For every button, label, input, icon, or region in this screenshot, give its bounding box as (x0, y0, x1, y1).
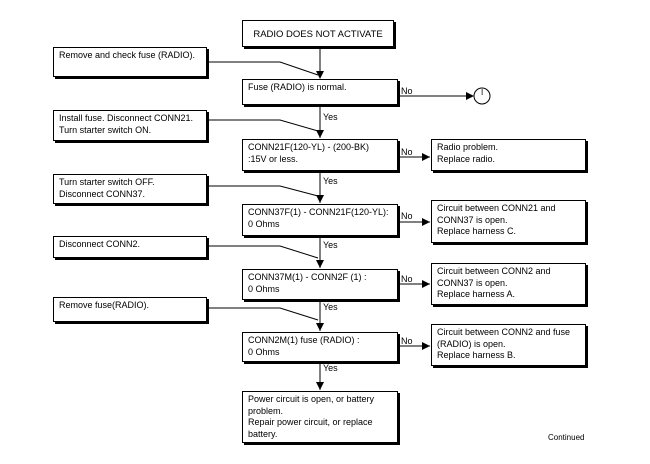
check-text: :15V or less. (248, 153, 299, 164)
result-text: CONN37 is open. (437, 214, 508, 225)
connector-label: I (481, 88, 484, 97)
final-text: Repair power circuit, or replace (248, 417, 373, 427)
check-text: 0 Ohms (248, 218, 280, 229)
final-text: battery. (248, 428, 278, 439)
check-text: CONN2M(1) fuse (RADIO) : (248, 335, 360, 345)
check-text: Fuse (RADIO) is normal. (248, 82, 347, 92)
check-text: CONN37F(1) - CONN21F(120-YL): (248, 207, 389, 217)
instruction-text: Remove and check fuse (RADIO). (59, 50, 196, 60)
final-text: problem. (248, 405, 284, 416)
result-box-4: Circuit between CONN2 and fuse (RADIO) i… (431, 324, 586, 366)
result-text: Replace harness C. (437, 226, 517, 236)
result-text: (RADIO) is open. (437, 338, 506, 349)
yes-label: Yes (323, 302, 338, 312)
no-label: No (401, 211, 413, 221)
instruction-text: Remove fuse(RADIO). (59, 300, 150, 310)
check-box-2: CONN21F(120-YL) - (200-BK) :15V or less. (242, 139, 398, 171)
result-box-3: Circuit between CONN2 and CONN37 is open… (431, 263, 586, 305)
result-text: Radio problem. (437, 142, 499, 152)
instruction-box-4: Disconnect CONN2. (53, 236, 207, 258)
result-text: Circuit between CONN2 and fuse (437, 327, 571, 337)
result-text: CONN37 is open. (437, 277, 508, 288)
final-box: Power circuit is open, or battery proble… (242, 391, 398, 443)
check-box-3: CONN37F(1) - CONN21F(120-YL): 0 Ohms (242, 204, 398, 236)
instruction-text: Disconnect CONN2. (59, 239, 141, 249)
check-box-1: Fuse (RADIO) is normal. (242, 79, 398, 105)
no-label: No (401, 274, 413, 284)
instruction-box-5: Remove fuse(RADIO). (53, 297, 207, 322)
instruction-box-1: Remove and check fuse (RADIO). (53, 47, 207, 77)
yes-label: Yes (323, 240, 338, 250)
result-text: Circuit between CONN2 and (437, 266, 551, 276)
instruction-box-2: Install fuse. Disconnect CONN21. Turn st… (53, 110, 207, 141)
instruction-text: Disconnect CONN37. (59, 188, 146, 199)
result-text: Circuit between CONN21 and (437, 203, 556, 213)
final-text: Power circuit is open, or battery (248, 394, 375, 404)
no-label: No (401, 147, 413, 157)
instruction-text: Install fuse. Disconnect CONN21. (59, 113, 194, 123)
check-text: 0 Ohms (248, 346, 280, 357)
yes-label: Yes (323, 112, 338, 122)
no-label: No (401, 336, 413, 346)
no-label: No (401, 86, 413, 96)
flowchart-title: RADIO DOES NOT ACTIVATE (242, 20, 394, 47)
instruction-text: Turn starter switch OFF. (59, 177, 155, 187)
check-text: CONN21F(120-YL) - (200-BK) (248, 142, 370, 152)
yes-label: Yes (323, 363, 338, 373)
result-text: Replace harness B. (437, 350, 516, 360)
check-box-5: CONN2M(1) fuse (RADIO) : 0 Ohms (242, 332, 398, 362)
instruction-box-3: Turn starter switch OFF. Disconnect CONN… (53, 174, 207, 204)
result-text: Replace harness A. (437, 289, 516, 299)
result-box-2: Circuit between CONN21 and CONN37 is ope… (431, 200, 586, 243)
result-box-1: Radio problem. Replace radio. (431, 139, 586, 171)
check-box-4: CONN37M(1) - CONN2F (1) : 0 Ohms (242, 269, 398, 300)
check-text: CONN37M(1) - CONN2F (1) : (248, 272, 367, 282)
check-text: 0 Ohms (248, 283, 280, 294)
result-text: Replace radio. (437, 153, 496, 164)
continued-label: Continued (548, 433, 585, 442)
instruction-text: Turn starter switch ON. (59, 124, 152, 135)
yes-label: Yes (323, 176, 338, 186)
